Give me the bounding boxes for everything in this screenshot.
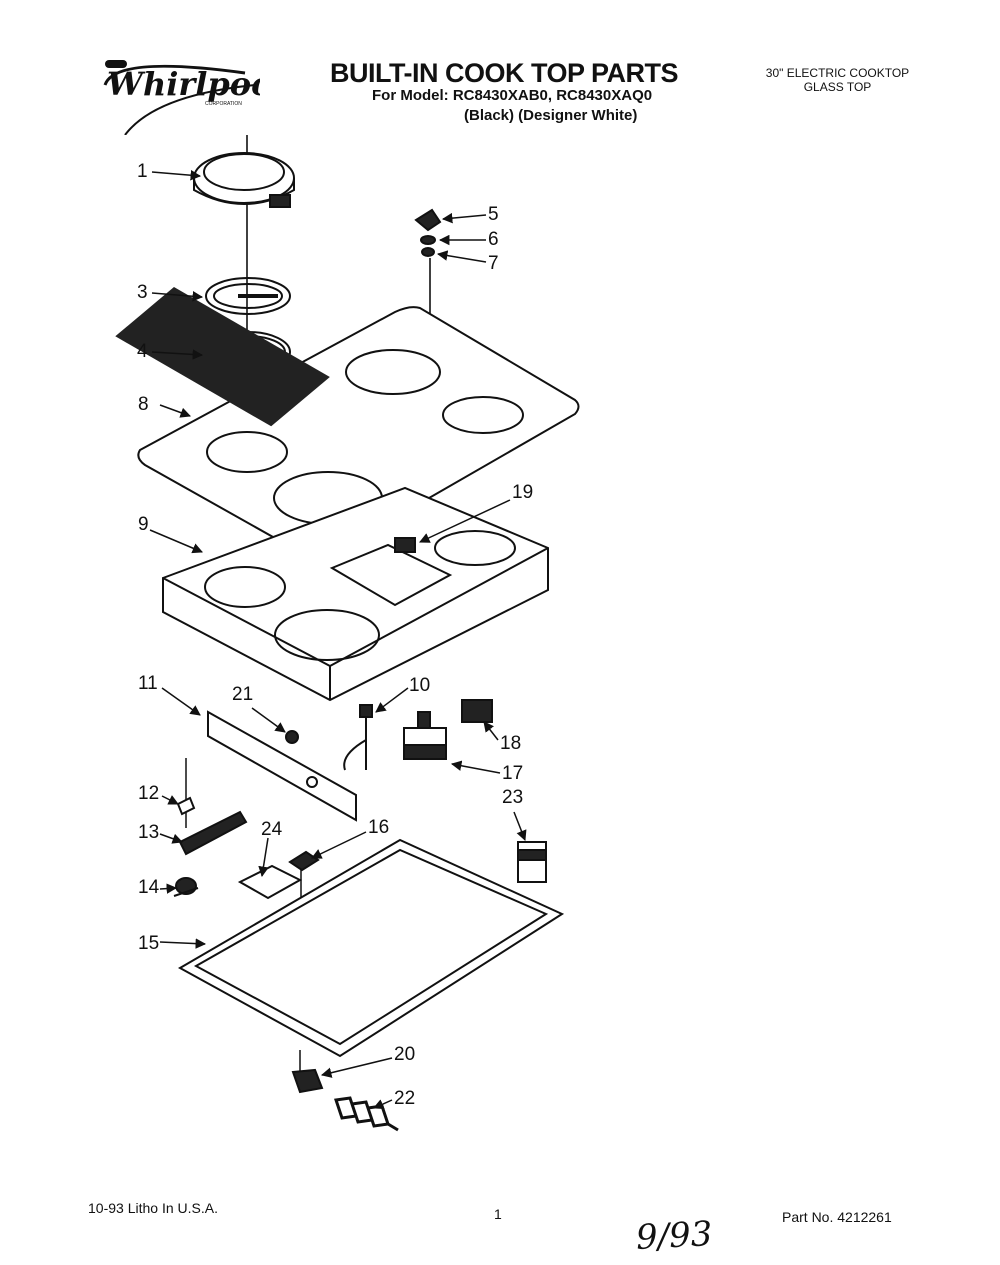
page-number: 1 [494, 1206, 502, 1222]
svg-text:Whirlpool: Whirlpool [107, 65, 260, 103]
product-subtype: GLASS TOP [803, 80, 872, 94]
burner-insulation-ring [205, 277, 291, 315]
callout-3: 3 [137, 282, 148, 303]
hold-down-clip [288, 850, 320, 872]
clip-part [176, 796, 196, 816]
callout-10: 10 [409, 675, 431, 696]
callout-23: 23 [502, 787, 524, 808]
callout-6: 6 [488, 229, 499, 250]
svg-text:CORPORATION: CORPORATION [205, 101, 242, 107]
terminal-block [517, 841, 547, 883]
callout-9: 9 [138, 514, 149, 535]
whirlpool-logo: Whirlpool CORPORATION [103, 60, 260, 135]
knob-stack [414, 208, 442, 257]
callout-4: 4 [137, 341, 148, 362]
infinite-switch [403, 711, 447, 760]
callout-11: 11 [138, 673, 158, 694]
limit-switch [173, 877, 199, 897]
glass-cooktop-panel [115, 287, 580, 560]
wire-harness [343, 704, 373, 771]
mounting-frame [177, 838, 565, 1058]
callout-14: 14 [138, 877, 160, 898]
model-numbers: For Model: RC8430XAB0, RC8430XAQ0 [372, 87, 653, 104]
radiant-burner-element [193, 152, 295, 208]
callout-8: 8 [138, 394, 149, 415]
spring [334, 1096, 399, 1132]
control-bracket [207, 710, 357, 822]
callout-15: 15 [138, 933, 160, 954]
callout-20: 20 [394, 1044, 416, 1065]
callout-16: 16 [368, 817, 390, 838]
product-type: 30" ELECTRIC COOKTOP [765, 66, 910, 80]
callout-18: 18 [500, 733, 522, 754]
callout-17: 17 [502, 763, 524, 784]
junction-part [291, 1068, 324, 1094]
print-info: 10-93 Litho In U.S.A. [88, 1200, 218, 1216]
cooktop-chassis [162, 486, 549, 702]
part-number: Part No. 4212261 [782, 1209, 892, 1225]
callout-1: 1 [137, 161, 148, 182]
product-description: 30" ELECTRIC COOKTOP GLASS TOP [745, 66, 930, 94]
callout-22: 22 [394, 1088, 416, 1109]
switch-part [461, 699, 493, 723]
callout-19: 19 [512, 482, 534, 503]
callout-7: 7 [488, 253, 499, 274]
callout-24: 24 [261, 819, 283, 840]
color-variants: (Black) (Designer White) [464, 107, 638, 124]
callout-12: 12 [138, 783, 160, 804]
callout-5: 5 [488, 204, 499, 225]
mounting-bracket [237, 864, 303, 900]
indicator-light [178, 810, 248, 856]
handwritten-date: 9/93 [635, 1214, 714, 1258]
page-title: BUILT-IN COOK TOP PARTS [330, 58, 679, 88]
callout-13: 13 [138, 822, 160, 843]
callout-21: 21 [232, 684, 254, 705]
